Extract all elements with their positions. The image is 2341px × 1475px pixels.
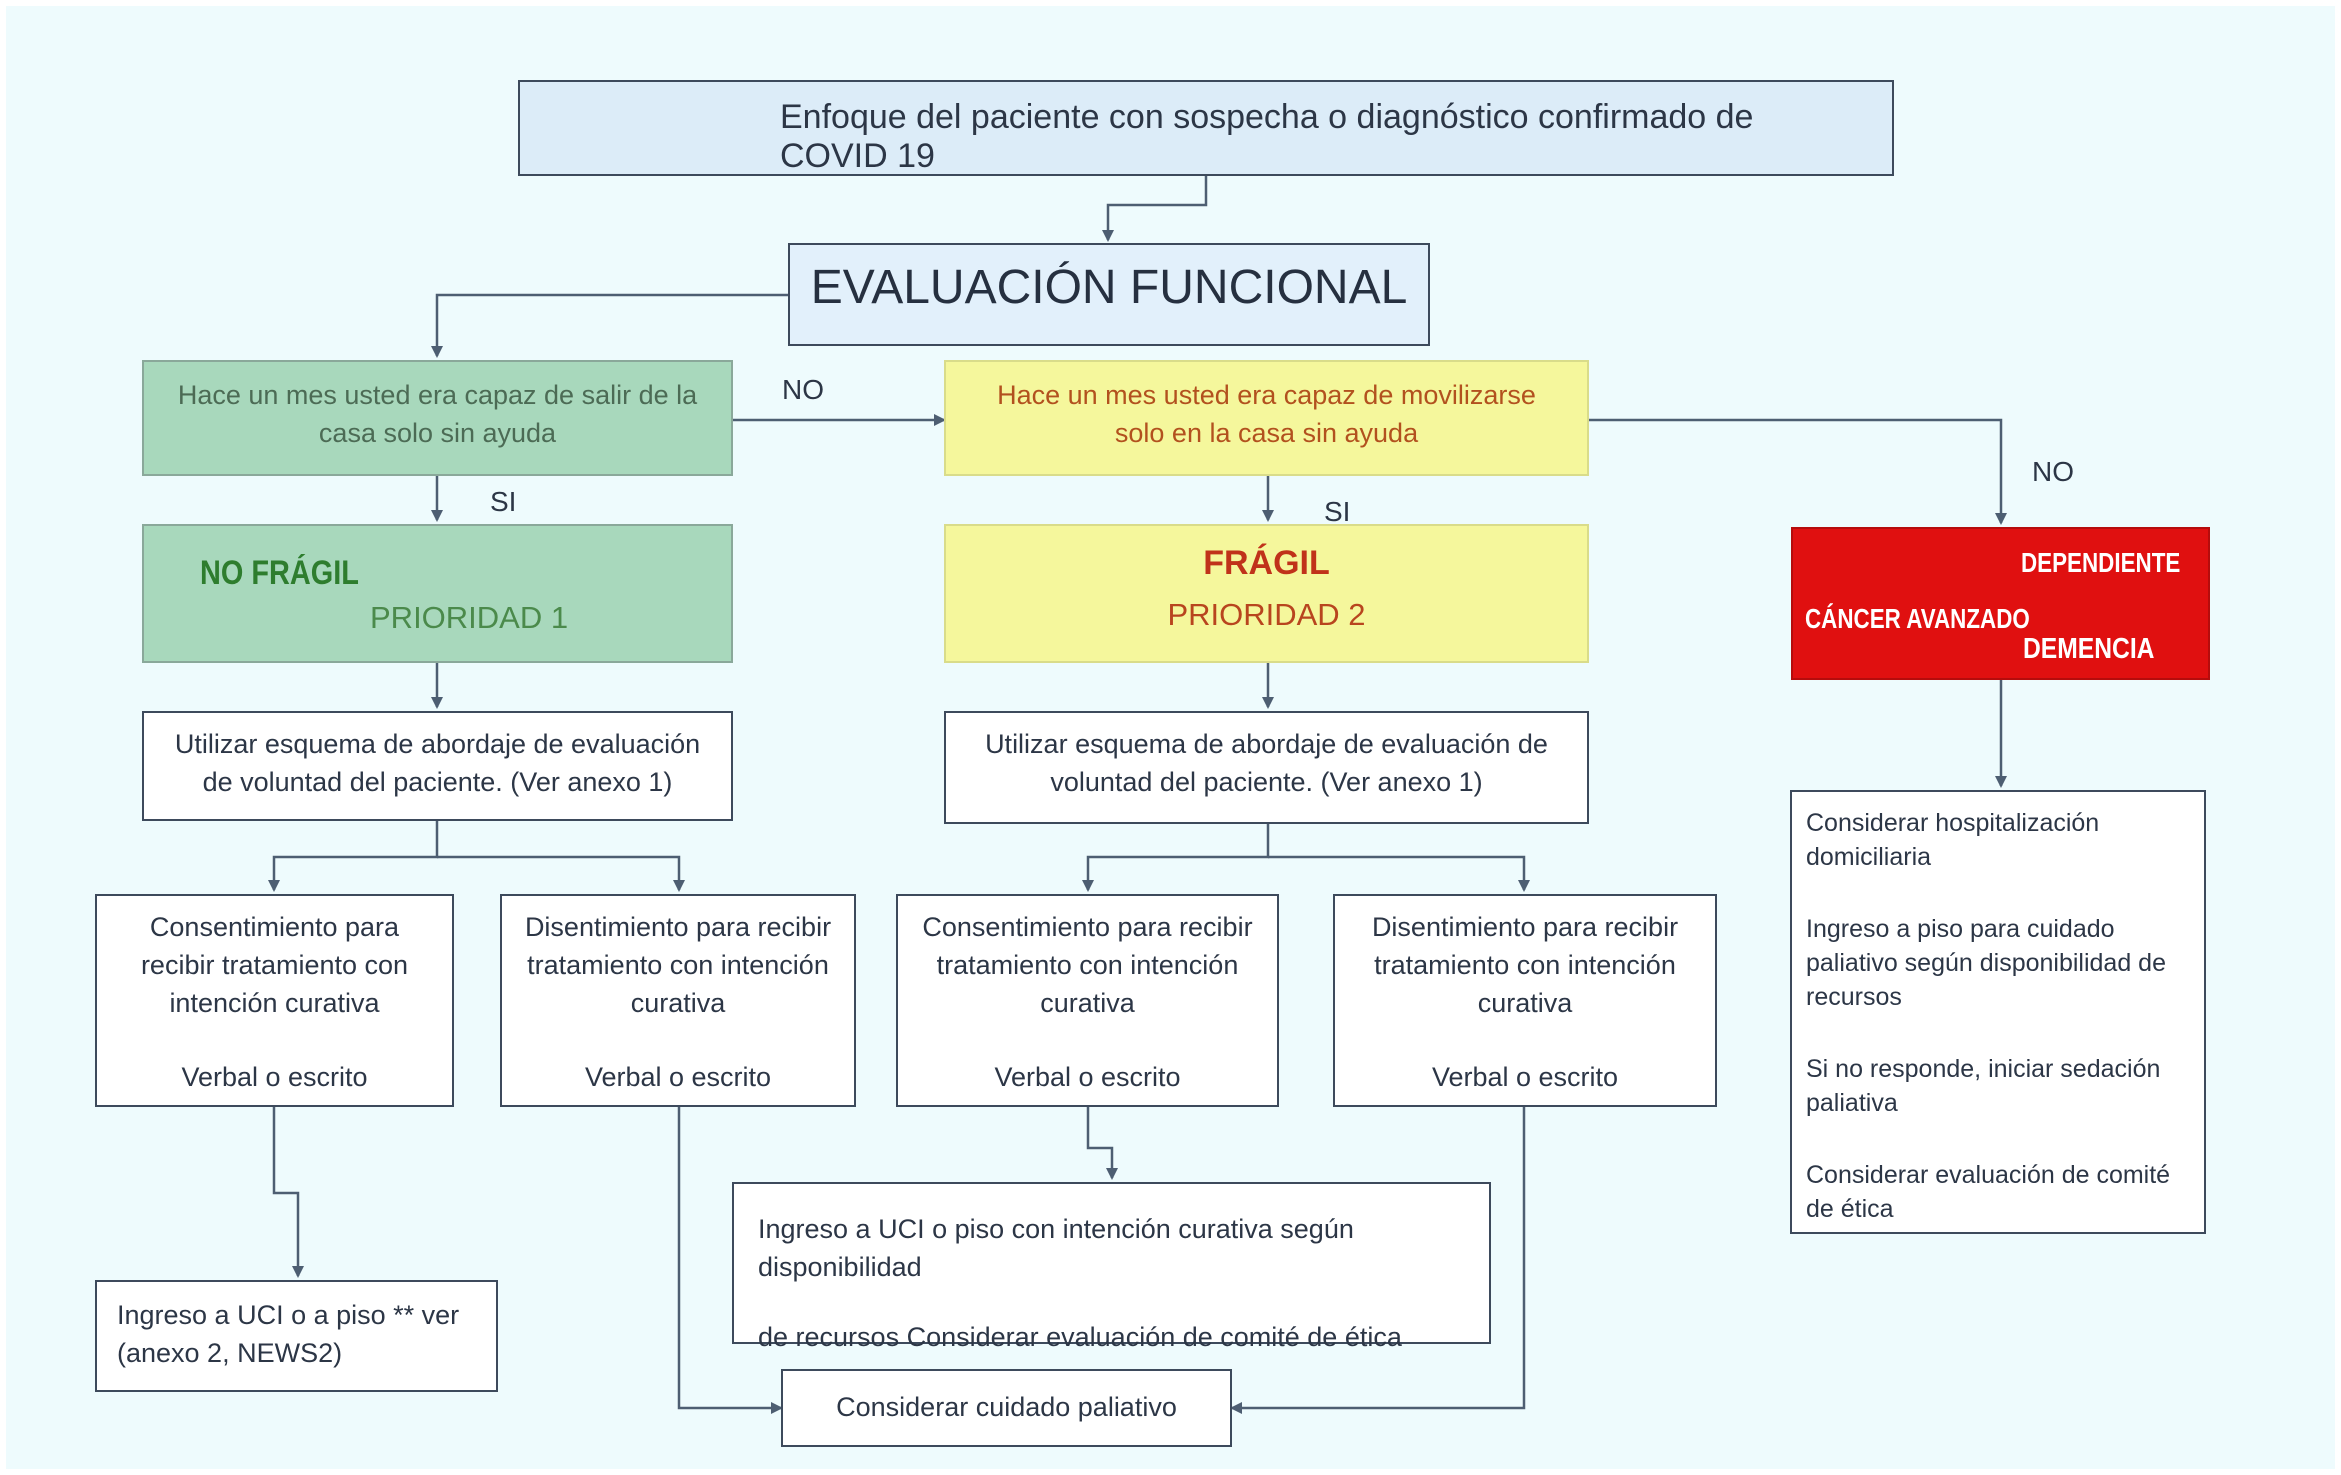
connector-esquema2-to-consent2	[1082, 824, 1270, 892]
consentimiento-box-1: Consentimiento para recibir tratamiento …	[95, 894, 454, 1107]
evaluacion-funcional-box: EVALUACIÓN FUNCIONAL	[788, 243, 1430, 346]
label-no-1: NO	[782, 374, 824, 405]
connector-disent2-to-paliativo	[1230, 1107, 1526, 1414]
step-comite-etica: Considerar evaluación de comité de ética	[1806, 1161, 2171, 1223]
esquema-text-1: Utilizar esquema de abordaje de evaluaci…	[174, 729, 701, 797]
ingreso-uci-piso-box: Ingreso a UCI o a piso ** ver (anexo 2, …	[95, 1280, 498, 1392]
title-box: Enfoque del paciente con sospecha o diag…	[518, 80, 1894, 176]
question-salir-box: Hace un mes usted era capaz de salir de …	[142, 360, 733, 476]
question-movilizarse-text: Hace un mes usted era capaz de movilizar…	[997, 380, 1536, 448]
dependiente-box: DEPENDIENTE CÁNCER AVANZADO DEMENCIA	[1791, 527, 2210, 680]
disentimiento-sub-1: Verbal o escrito	[584, 1062, 772, 1092]
disentimiento-text-2: Disentimiento para recibir tratamiento c…	[1371, 912, 1679, 1018]
esquema-text-2: Utilizar esquema de abordaje de evaluaci…	[985, 729, 1548, 797]
consentimiento-text-2: Consentimiento para recibir tratamiento …	[922, 912, 1253, 1018]
evaluacion-funcional-text: EVALUACIÓN FUNCIONAL	[810, 261, 1408, 314]
demencia-label: DEMENCIA	[2023, 633, 2155, 665]
title-text: Enfoque del paciente con sospecha o diag…	[780, 98, 1754, 175]
cuidado-paliativo-box: Considerar cuidado paliativo	[781, 1369, 1232, 1447]
connector-consent2-to-ingreso-curativa	[1086, 1107, 1118, 1180]
consentimiento-sub-2: Verbal o escrito	[994, 1062, 1181, 1092]
esquema-box-2: Utilizar esquema de abordaje de evaluaci…	[944, 711, 1589, 824]
ingreso-curativa-box: Ingreso a UCI o piso con intención curat…	[732, 1182, 1491, 1352]
disentimiento-box-1: Disentimiento para recibir tratamiento c…	[500, 894, 856, 1107]
esquema-box-1: Utilizar esquema de abordaje de evaluaci…	[142, 711, 733, 821]
fragil-box: FRÁGIL PRIORIDAD 2	[944, 524, 1589, 663]
connector-title-to-evaluacion	[1102, 176, 1208, 242]
connector-esquema1-to-disent1	[437, 855, 685, 892]
connector-esquema2-to-disent2	[1268, 855, 1530, 892]
ingreso-curativa-line-2: de recursos Considerar evaluación de com…	[758, 1322, 1402, 1352]
step-hospitalizacion-domiciliaria: Considerar hospitalización domiciliaria	[1806, 809, 2100, 871]
cancer-avanzado-label: CÁNCER AVANZADO	[1805, 603, 2030, 634]
consentimiento-sub-1: Verbal o escrito	[181, 1062, 368, 1092]
label-no-2: NO	[2032, 456, 2074, 487]
label-si-1: SI	[490, 486, 517, 517]
dependiente-label: DEPENDIENTE	[2021, 547, 2181, 578]
consentimiento-text-1: Consentimiento para recibir tratamiento …	[140, 912, 409, 1018]
no-fragil-box: NO FRÁGIL PRIORIDAD 1	[142, 524, 733, 663]
connector-q-movilizarse-to-dependiente	[1589, 418, 2007, 525]
question-salir-text: Hace un mes usted era capaz de salir de …	[177, 380, 698, 448]
ingreso-uci-piso-text: Ingreso a UCI o a piso ** ver (anexo 2, …	[117, 1300, 460, 1368]
fragil-priority: PRIORIDAD 2	[1167, 597, 1366, 632]
label-si-2: SI	[1324, 496, 1351, 527]
step-ingreso-piso-paliativo: Ingreso a piso para cuidado paliativo se…	[1806, 915, 2166, 1011]
step-sedacion-paliativa: Si no responde, iniciar sedación paliati…	[1806, 1055, 2161, 1117]
ingreso-curativa-line-1: Ingreso a UCI o piso con intención curat…	[758, 1214, 1354, 1282]
connector-consent1-to-ingreso	[272, 1107, 304, 1278]
dependiente-steps-box: Considerar hospitalización domiciliaria …	[1790, 790, 2206, 1234]
connector-esquema1-to-consent1	[268, 821, 439, 892]
connector-disent1-to-paliativo	[677, 1107, 783, 1414]
disentimiento-box-2: Disentimiento para recibir tratamiento c…	[1333, 894, 1717, 1107]
no-fragil-title: NO FRÁGIL	[200, 554, 359, 592]
disentimiento-sub-2: Verbal o escrito	[1431, 1062, 1619, 1092]
no-fragil-priority: PRIORIDAD 1	[370, 600, 569, 635]
cuidado-paliativo-text: Considerar cuidado paliativo	[836, 1392, 1177, 1422]
question-movilizarse-box: Hace un mes usted era capaz de movilizar…	[944, 360, 1589, 476]
connector-evaluacion-to-q-salir	[431, 293, 788, 358]
disentimiento-text-1: Disentimiento para recibir tratamiento c…	[524, 912, 832, 1018]
consentimiento-box-2: Consentimiento para recibir tratamiento …	[896, 894, 1279, 1107]
fragil-title: FRÁGIL	[1203, 544, 1330, 582]
